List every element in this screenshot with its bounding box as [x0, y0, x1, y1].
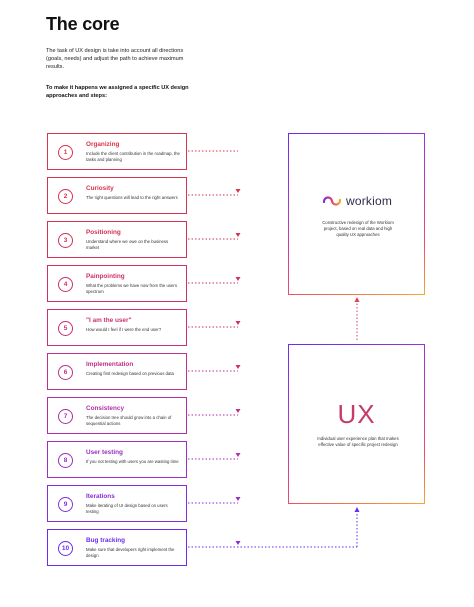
arrow-down: [235, 409, 241, 413]
arrow-down: [235, 321, 241, 325]
step-number: 6: [58, 365, 73, 380]
step-8: 8 User testing If you not testing with use…: [47, 441, 187, 478]
workiom-logo-icon: [322, 196, 342, 206]
step-title: Consistency: [86, 405, 125, 412]
step-description: Understand where we owe on the business …: [86, 239, 169, 250]
step-number: 5: [58, 321, 73, 336]
arrow-down: [235, 233, 241, 237]
arrow-down: [235, 497, 241, 501]
arrow-down: [235, 365, 241, 369]
step-title: Curiosity: [86, 185, 114, 192]
step-title: Positioning: [86, 229, 121, 236]
workiom-logo-text: workiom: [346, 194, 393, 208]
step-number: 2: [58, 189, 73, 204]
step-description: If you not testing with users you are wa…: [86, 459, 179, 464]
arrow-down: [235, 277, 241, 281]
step-title: Implementation: [86, 361, 134, 368]
step-description: The decision tree should grow into a cha…: [86, 415, 172, 426]
step-number: 8: [58, 453, 73, 468]
step-title: Organizing: [86, 141, 120, 148]
step-description: Make iterating of UI design based on use…: [86, 503, 168, 514]
step-title: Bug tracking: [86, 537, 126, 544]
arrow-down: [235, 541, 241, 545]
approach-subheading: To make it happens we assigned a specifi…: [46, 85, 189, 99]
workiom-logo: workiom: [322, 194, 392, 208]
step-description: Include the client contribution in the r…: [86, 151, 180, 162]
ux-card-description: Individual user experience plan that mak…: [317, 436, 399, 447]
step-title: "I am the user": [86, 317, 132, 324]
step-number: 4: [58, 277, 73, 292]
step-number: 7: [58, 409, 73, 424]
arrow-down: [235, 189, 241, 193]
step-number: 10: [58, 541, 73, 556]
connector-arrows: [235, 189, 360, 545]
step-description: Creating first redesign based on previou…: [86, 371, 174, 376]
step-title: User testing: [86, 449, 123, 456]
step-title: Iterations: [86, 493, 115, 500]
arrow-up: [354, 297, 360, 302]
step-description: How would I feel if I were the end user?: [86, 327, 162, 332]
ux-plan-card: UX Individual user experience plan that …: [288, 344, 425, 504]
step-description: Make sure that developers right implemen…: [86, 547, 175, 558]
intro-paragraph: The task of UX design is take into accou…: [46, 48, 184, 70]
workiom-card-description: Constructive redesign of the Workiom pro…: [322, 220, 394, 237]
step-5: 5 "I am the user" How would I feel if I we…: [47, 309, 187, 346]
step-description: The right questions will lead to the rig…: [86, 195, 178, 200]
page-title: The core: [46, 14, 120, 34]
step-number: 1: [58, 145, 73, 160]
arrow-down: [235, 453, 241, 457]
step-title: Painpointing: [86, 273, 125, 280]
step-number: 9: [58, 497, 73, 512]
step-description: What the problems we have now from the u…: [86, 283, 177, 294]
workiom-result-card: workiom Constructive redesign of the Wor…: [288, 133, 425, 295]
ux-symbol: UX: [337, 399, 376, 429]
arrow-up: [354, 507, 360, 512]
step-number: 3: [58, 233, 73, 248]
